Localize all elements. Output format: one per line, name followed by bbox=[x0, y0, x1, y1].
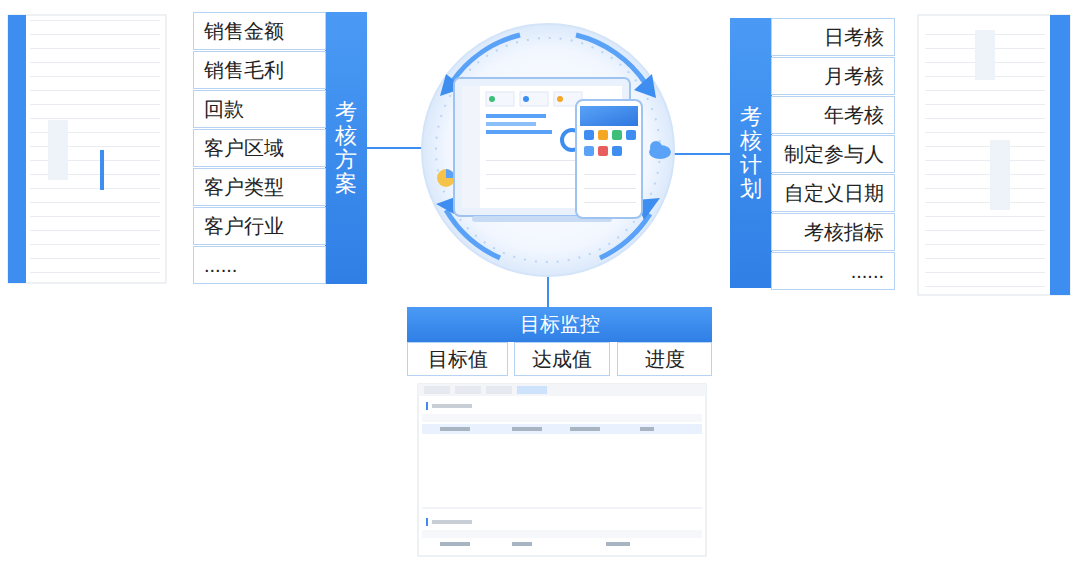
list-item: 客户行业 bbox=[193, 207, 326, 245]
plan-band: 考核计划 bbox=[730, 18, 772, 288]
list-item: 年考核 bbox=[771, 96, 895, 134]
metric-box: 目标值 bbox=[407, 342, 508, 376]
label-text: 目标监控 bbox=[520, 311, 600, 338]
label-text: 日考核 bbox=[824, 24, 884, 51]
screenshot-bottom bbox=[418, 384, 706, 556]
scheme-band: 考核方案 bbox=[325, 12, 367, 284]
screenshot-right bbox=[918, 15, 1070, 295]
label-text: ...... bbox=[204, 254, 237, 277]
label-text: 月考核 bbox=[824, 63, 884, 90]
metric-box: 达成值 bbox=[514, 342, 610, 376]
list-item: ...... bbox=[771, 252, 895, 290]
label-text: 考核计划 bbox=[740, 105, 762, 202]
label-text: 考核方案 bbox=[335, 100, 357, 197]
label-text: 客户行业 bbox=[204, 213, 284, 240]
list-item: 日考核 bbox=[771, 18, 895, 56]
list-item: 自定义日期 bbox=[771, 174, 895, 212]
list-item: 月考核 bbox=[771, 57, 895, 95]
label-text: 进度 bbox=[645, 346, 685, 373]
label-text: 客户类型 bbox=[204, 174, 284, 201]
label-text: 客户区域 bbox=[204, 135, 284, 162]
label-text: 考核指标 bbox=[804, 219, 884, 246]
label-text: 自定义日期 bbox=[784, 180, 884, 207]
label-text: 销售毛利 bbox=[204, 57, 284, 84]
label-text: 制定参与人 bbox=[784, 141, 884, 168]
label-text: 年考核 bbox=[824, 102, 884, 129]
label-text: 销售金额 bbox=[204, 18, 284, 45]
list-item: ...... bbox=[193, 246, 326, 284]
central-emblem bbox=[422, 24, 674, 276]
list-item: 客户区域 bbox=[193, 129, 326, 167]
label-text: 回款 bbox=[204, 96, 244, 123]
list-item: 考核指标 bbox=[771, 213, 895, 251]
list-item: 回款 bbox=[193, 90, 326, 128]
list-item: 制定参与人 bbox=[771, 135, 895, 173]
list-item: 客户类型 bbox=[193, 168, 326, 206]
monitor-band: 目标监控 bbox=[407, 307, 712, 342]
label-text: ...... bbox=[851, 260, 884, 283]
metric-box: 进度 bbox=[617, 342, 712, 376]
list-item: 销售金额 bbox=[193, 12, 326, 50]
screenshot-left bbox=[8, 15, 166, 283]
list-item: 销售毛利 bbox=[193, 51, 326, 89]
label-text: 达成值 bbox=[532, 346, 592, 373]
label-text: 目标值 bbox=[428, 346, 488, 373]
